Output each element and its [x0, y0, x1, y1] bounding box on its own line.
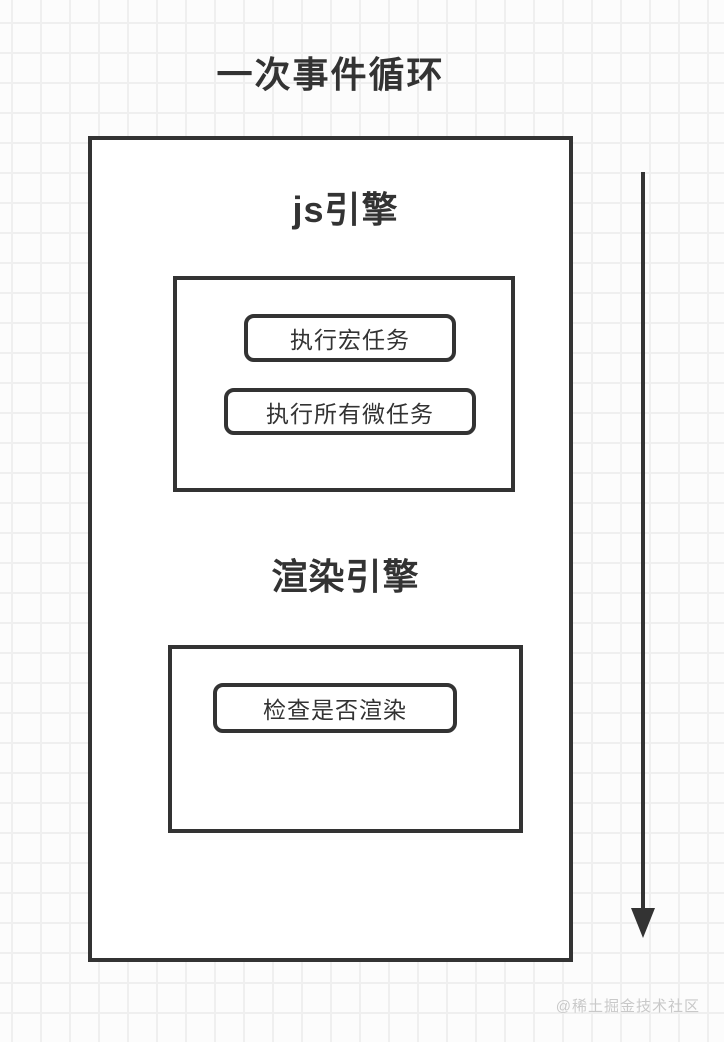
micro-task-node: 执行所有微任务: [224, 388, 476, 435]
arrow-line: [641, 172, 645, 912]
watermark: @稀土掘金技术社区: [555, 998, 700, 1015]
render-engine-box: 检查是否渲染: [168, 645, 523, 833]
check-render-node: 检查是否渲染: [213, 683, 457, 733]
js-engine-box: 执行宏任务 执行所有微任务: [173, 276, 515, 492]
down-arrow-icon: [631, 908, 655, 938]
diagram-title: 一次事件循环: [216, 54, 445, 95]
render-engine-heading: 渲染引擎: [271, 556, 420, 597]
js-engine-heading: js引擎: [292, 189, 399, 230]
macro-task-node: 执行宏任务: [244, 314, 456, 362]
event-loop-box: js引擎 执行宏任务 执行所有微任务 渲染引擎 检查是否渲染: [88, 136, 573, 962]
